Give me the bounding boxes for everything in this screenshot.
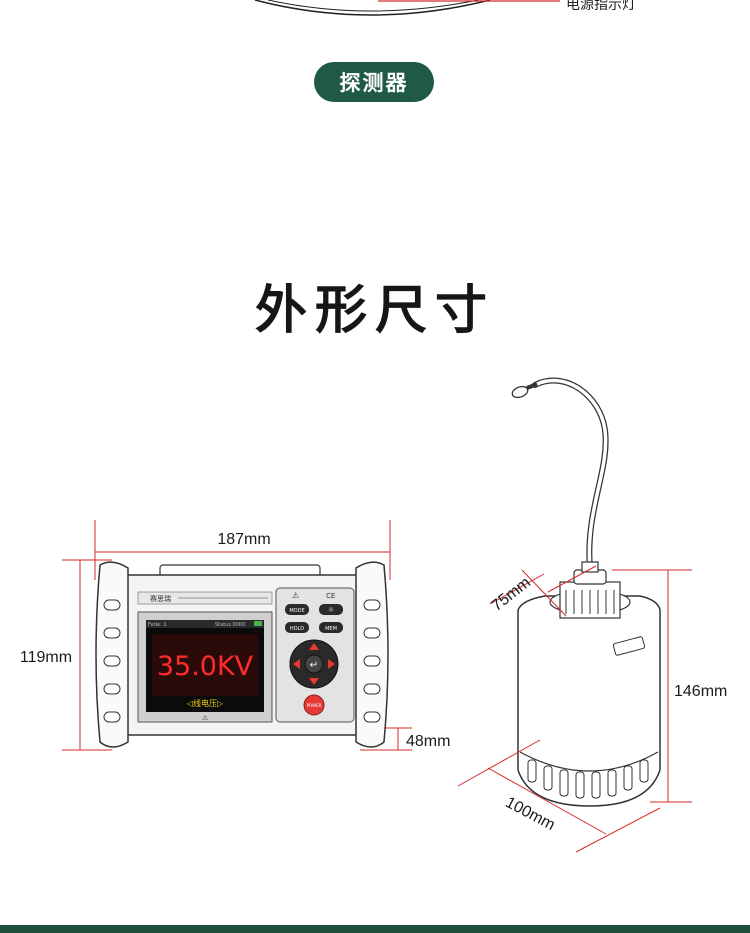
dim-device-height: 119mm — [20, 649, 72, 666]
svg-text:CE: CE — [326, 592, 335, 600]
dim-device-width: 187mm — [217, 531, 270, 548]
light-button[interactable] — [319, 604, 343, 615]
power-button[interactable] — [303, 694, 325, 716]
svg-text:MODE: MODE — [289, 608, 304, 614]
footer-bar — [0, 925, 750, 933]
dim-device-depth: 48mm — [406, 733, 450, 750]
svg-text:☼: ☼ — [328, 606, 334, 614]
svg-text:HOLD: HOLD — [290, 626, 304, 632]
screen-header-right: Status 0000 — [215, 622, 245, 628]
svg-text:⚠: ⚠ — [292, 591, 299, 600]
mem-button[interactable] — [319, 622, 343, 633]
screen-status: ◁线电压▷ — [186, 698, 224, 708]
mode-button[interactable] — [285, 604, 309, 615]
section-title: 外形尺寸 — [254, 281, 495, 341]
screen-reading: 35.0KV — [157, 651, 254, 682]
top-diagram — [254, 0, 560, 16]
probe-view: 75mm 146mm 100mm — [457, 377, 727, 853]
dimension-drawing: 187mm 119mm 48mm 赛思瑞 — [20, 377, 727, 853]
hold-button[interactable] — [285, 622, 309, 633]
probe-label-pill: 探测器 — [314, 62, 434, 102]
svg-text:POWER: POWER — [307, 703, 322, 708]
device-front-view: 187mm 119mm 48mm 赛思瑞 — [20, 520, 450, 751]
svg-text:↵: ↵ — [310, 660, 318, 671]
svg-text:⚠: ⚠ — [202, 714, 209, 722]
dim-probe-height: 146mm — [674, 683, 727, 700]
svg-text:MEM: MEM — [325, 626, 337, 632]
device-brand: 赛思瑞 — [150, 594, 171, 603]
power-indicator-label: 电源指示灯 — [566, 0, 636, 13]
screen-header-left: Fetle: 1 — [148, 622, 167, 628]
